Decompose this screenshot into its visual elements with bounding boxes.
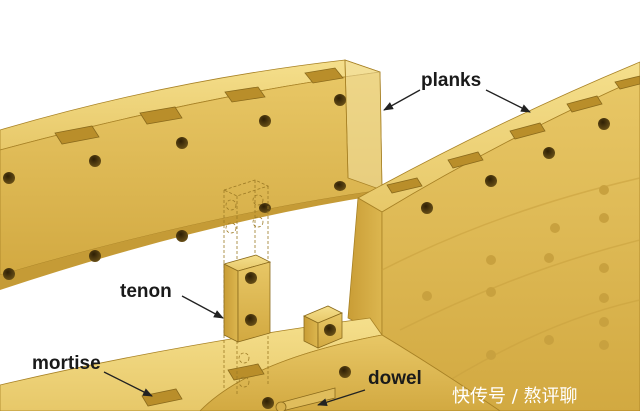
dowel-cube <box>303 305 343 349</box>
mortise-arrow <box>103 371 153 397</box>
planks-arrow-left <box>383 89 421 111</box>
planks-arrow-right <box>485 89 531 113</box>
upper-plank-dowel-holes <box>3 94 346 280</box>
right-plank <box>347 61 640 411</box>
tenon-arrow <box>181 295 224 319</box>
dowel-peg <box>275 387 336 411</box>
label-mortise: mortise <box>32 353 101 374</box>
right-plank-dowel-holes <box>421 118 610 360</box>
dowel-arrow <box>317 389 366 407</box>
label-planks: planks <box>421 70 481 91</box>
label-dowel: dowel <box>368 368 422 389</box>
upper-plank <box>0 59 383 290</box>
pointer-arrows <box>103 89 531 407</box>
label-tenon: tenon <box>120 281 172 302</box>
tenon-block <box>222 254 272 343</box>
watermark-text: 快传号 / 熬评聊 <box>452 386 578 407</box>
